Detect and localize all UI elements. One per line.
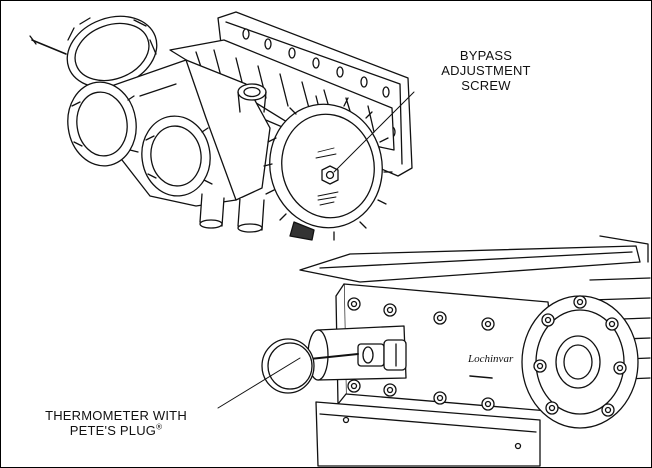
callout-line: PETE'S PLUG® (6, 423, 226, 438)
callout-line: ADJUSTMENT (441, 63, 531, 78)
end-flange (521, 295, 639, 429)
bypass-leader-line (333, 91, 415, 173)
base-rail (315, 401, 541, 467)
header-bolts (347, 297, 495, 411)
plug-cap (261, 338, 315, 394)
bypass-dial-housing (269, 103, 383, 229)
callout-line: THERMOMETER WITH (45, 408, 187, 423)
thermometer-leader-line (217, 357, 301, 409)
sensor-wire (31, 39, 67, 55)
callout-line: SCREW (461, 78, 511, 93)
brand-mark: Lochinvar (467, 353, 514, 365)
bypass-valve-assembly (29, 11, 415, 241)
thermometer-callout: THERMOMETER WITH PETE'S PLUG® (6, 408, 226, 438)
registered-mark: ® (156, 422, 163, 432)
callout-line: BYPASS (459, 48, 513, 63)
bypass-adjustment-screw-callout: BYPASS ADJUSTMENT SCREW (416, 48, 556, 93)
bypass-adjustment-screw (321, 165, 339, 185)
dial-tab (289, 221, 315, 241)
heat-exchanger-assembly: Lochinvar (217, 235, 651, 467)
cabinet-top (299, 245, 641, 283)
callout-text: PETE'S PLUG (69, 423, 157, 438)
